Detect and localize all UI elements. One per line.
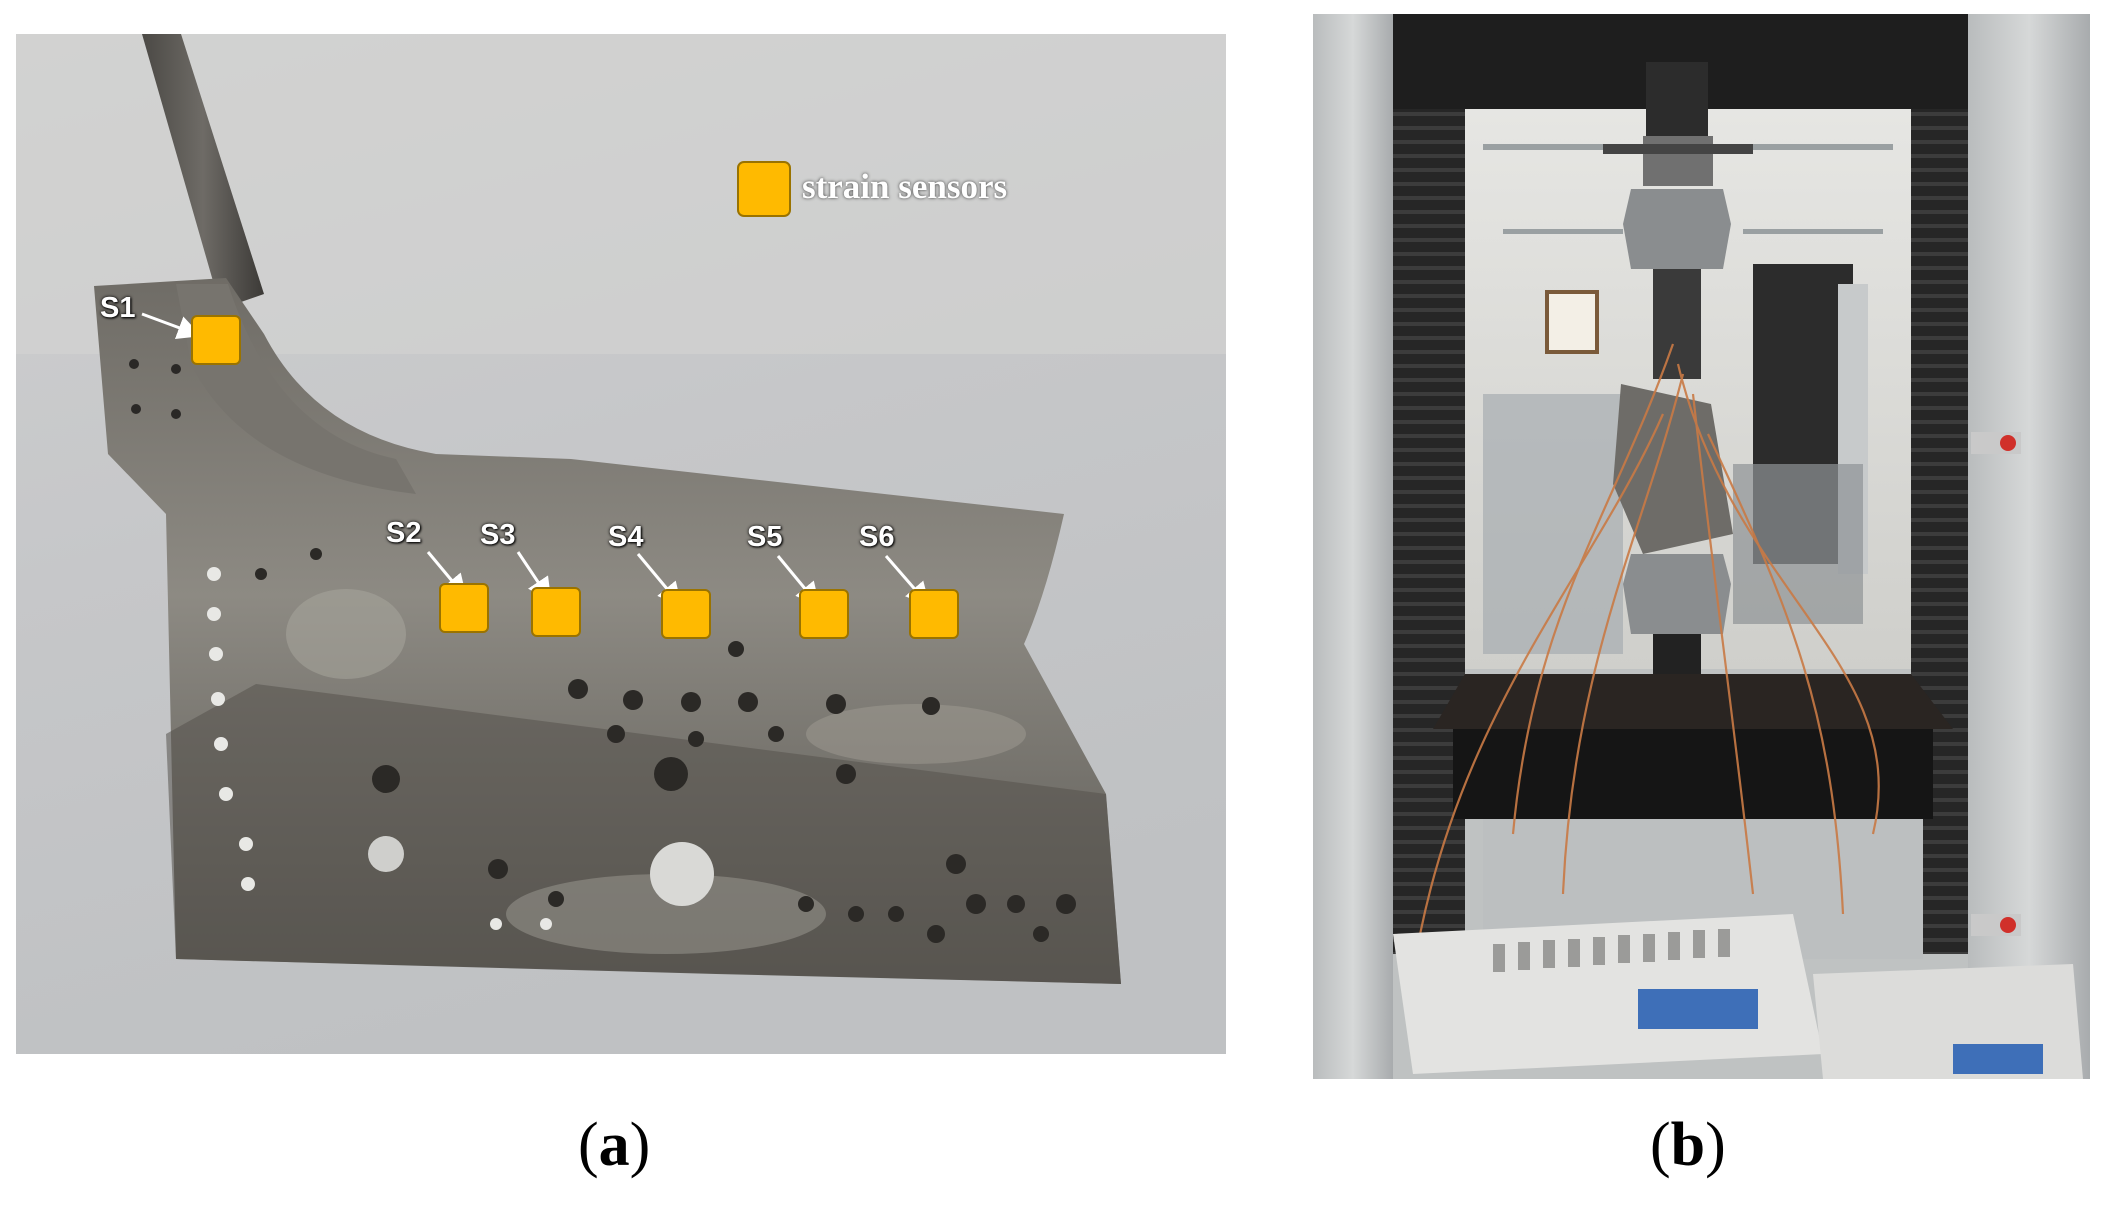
sensor-s1	[191, 315, 241, 365]
specimen-photo	[16, 34, 1226, 1054]
caption-b-letter: b	[1670, 1111, 1706, 1179]
sensor-label-s3: S3	[480, 519, 516, 551]
sensor-s3	[531, 587, 581, 637]
caption-b-open: (	[1650, 1111, 1671, 1179]
sensor-label-s4: S4	[608, 521, 644, 553]
caption-b: (b)	[1650, 1110, 1726, 1181]
test-rig-photo	[1313, 14, 2090, 1079]
sensor-label-s5: S5	[747, 521, 783, 553]
caption-b-close: )	[1705, 1111, 1726, 1179]
sensor-label-s2: S2	[386, 517, 422, 549]
specimen-photo-panel: strain sensors S1 S2 S3 S4 S5 S6	[16, 34, 1226, 1054]
sensor-s2	[439, 583, 489, 633]
caption-a-close: )	[629, 1111, 651, 1179]
sensor-s5	[799, 589, 849, 639]
sensor-label-s6: S6	[859, 521, 895, 553]
caption-a-open: (	[578, 1111, 599, 1179]
test-rig-photo-panel	[1313, 14, 2090, 1079]
legend-swatch	[737, 161, 791, 217]
sensor-label-s1: S1	[100, 292, 136, 324]
caption-a-letter: a	[598, 1111, 630, 1179]
legend-label: strain sensors	[802, 167, 1008, 206]
arrow-s1	[141, 312, 202, 340]
sensor-s4	[661, 589, 711, 639]
sensor-s6	[909, 589, 959, 639]
caption-a: (a)	[578, 1110, 650, 1181]
